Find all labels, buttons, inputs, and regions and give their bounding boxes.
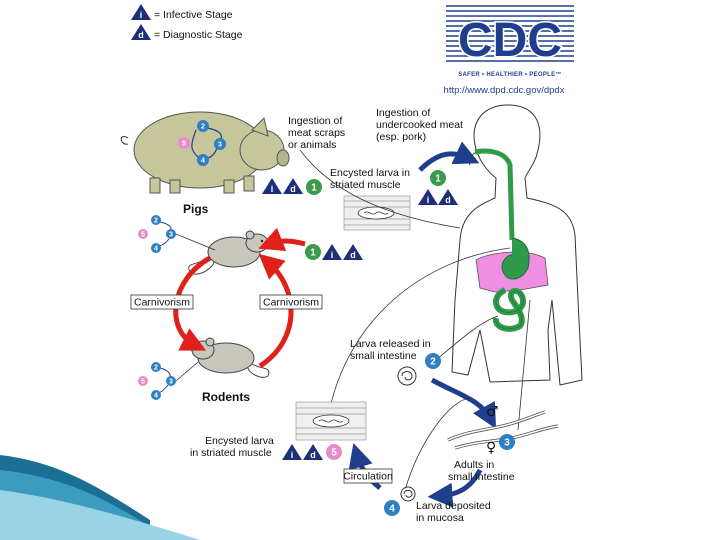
- svg-text:Carnivorism: Carnivorism: [263, 297, 319, 309]
- larva-deposited-label: Larva deposited in mucosa: [416, 500, 491, 524]
- svg-text:Ingestion of: Ingestion of: [376, 107, 430, 119]
- striated-muscle-top: [343, 195, 411, 231]
- ingestion-meat-label: Ingestion of undercooked meat (esp. pork…: [376, 107, 463, 143]
- svg-text:5: 5: [141, 379, 145, 386]
- legend: i = Infective Stage d = Diagnostic Stage: [131, 4, 243, 41]
- carnivorism-left-box: Carnivorism: [130, 294, 194, 310]
- svg-text:1: 1: [311, 183, 317, 194]
- adult-worms: ♂ ♀: [447, 404, 559, 456]
- svg-text:3: 3: [218, 142, 222, 149]
- svg-text:d: d: [138, 30, 144, 40]
- svg-text:i: i: [331, 250, 334, 260]
- svg-text:in mucosa: in mucosa: [416, 512, 464, 524]
- svg-text:4: 4: [154, 246, 158, 253]
- svg-text:d: d: [445, 195, 451, 205]
- cdc-logo-text: CDC: [458, 14, 562, 67]
- svg-text:or animals: or animals: [288, 139, 336, 151]
- svg-text:Larva deposited: Larva deposited: [416, 500, 491, 512]
- svg-text:2: 2: [154, 218, 158, 225]
- cdc-logo: CDC SAFER • HEALTHIER • PEOPLE™ http://w…: [444, 2, 574, 96]
- rodent-stage-markers: 1 i d: [305, 244, 363, 260]
- svg-text:d: d: [350, 250, 356, 260]
- circulation-box: Circulation: [343, 468, 393, 484]
- infective-stage-label: = Infective Stage: [154, 9, 233, 21]
- pigs-label: Pigs: [183, 202, 209, 216]
- diagnostic-stage-legend: d = Diagnostic Stage: [131, 24, 243, 41]
- svg-text:small intestine: small intestine: [448, 471, 515, 483]
- diagnostic-stage-label: = Diagnostic Stage: [154, 29, 243, 41]
- svg-text:undercooked meat: undercooked meat: [376, 119, 463, 131]
- svg-text:Adults in: Adults in: [454, 459, 494, 471]
- svg-text:d: d: [310, 450, 316, 460]
- cdc-tagline: SAFER • HEALTHIER • PEOPLE™: [458, 71, 562, 78]
- svg-text:Ingestion of: Ingestion of: [288, 115, 342, 127]
- rodent-bottom-internal-cycle: 2 3 4 5: [138, 361, 199, 400]
- digestive-tract: [474, 148, 549, 332]
- male-symbol: ♂: [486, 404, 499, 420]
- svg-text:3: 3: [169, 379, 173, 386]
- svg-text:d: d: [290, 184, 296, 194]
- female-symbol: ♀: [486, 440, 496, 456]
- svg-text:Encysted larva in: Encysted larva in: [330, 167, 410, 179]
- striated-muscle-bottom: [295, 401, 367, 441]
- svg-text:4: 4: [154, 393, 158, 400]
- svg-text:5: 5: [141, 232, 145, 239]
- svg-text:2: 2: [154, 365, 158, 372]
- svg-text:in striated muscle: in striated muscle: [190, 447, 272, 459]
- svg-text:i: i: [140, 10, 143, 20]
- svg-text:meat scraps: meat scraps: [288, 127, 345, 139]
- encysted-larva-top-marker: 1 i d: [418, 170, 458, 205]
- svg-text:4: 4: [201, 158, 205, 165]
- svg-text:1: 1: [310, 248, 316, 259]
- rodents-label: Rodents: [202, 390, 250, 404]
- svg-text:4: 4: [389, 504, 395, 515]
- svg-text:i: i: [271, 184, 274, 194]
- larva-deposited-marker: 4: [384, 486, 416, 516]
- slide-decoration: [0, 455, 200, 540]
- svg-text:5: 5: [182, 141, 186, 148]
- svg-text:i: i: [291, 450, 294, 460]
- svg-text:Circulation: Circulation: [343, 471, 393, 483]
- svg-text:Larva released in: Larva released in: [350, 338, 431, 350]
- carnivorism-right-box: Carnivorism: [259, 294, 323, 310]
- svg-text:i: i: [427, 195, 430, 205]
- svg-text:1: 1: [435, 174, 441, 185]
- svg-text:Encysted larva: Encysted larva: [205, 435, 274, 447]
- pig-internal-cycle: 2 3 4 5: [178, 120, 226, 166]
- ingestion-scraps-label: Ingestion of meat scraps or animals: [288, 115, 345, 151]
- larva-released-label: Larva released in small intestine: [350, 338, 431, 362]
- rodent-bottom-illustration: [191, 337, 270, 378]
- svg-text:3: 3: [504, 438, 510, 449]
- svg-text:3: 3: [169, 232, 173, 239]
- adults-label: Adults in small intestine: [448, 459, 515, 483]
- svg-text:5: 5: [331, 448, 337, 459]
- svg-text:2: 2: [430, 357, 436, 368]
- infective-stage-legend: i = Infective Stage: [131, 4, 233, 21]
- svg-text:(esp. pork): (esp. pork): [376, 131, 426, 143]
- svg-text:Carnivorism: Carnivorism: [134, 297, 190, 309]
- svg-text:2: 2: [201, 124, 205, 131]
- cdc-url: http://www.dpd.cdc.gov/dpdx: [444, 85, 565, 96]
- rodent-top-internal-cycle: 2 3 4 5: [138, 215, 216, 253]
- svg-text:striated muscle: striated muscle: [330, 179, 401, 191]
- encysted-larva-bottom-label: Encysted larva in striated muscle: [190, 435, 274, 459]
- encysted-larva-bottom-marker: i d 5: [282, 444, 342, 460]
- encysted-larva-top-label: Encysted larva in striated muscle: [330, 167, 410, 191]
- svg-text:small intestine: small intestine: [350, 350, 417, 362]
- larva-released-marker: 2: [397, 353, 441, 386]
- pig-stage-markers: i d 1: [262, 178, 322, 195]
- pig-illustration: [120, 111, 290, 194]
- adults-marker: 3: [499, 434, 515, 450]
- rodent-top-illustration: [188, 230, 269, 275]
- connector-lines: [299, 149, 531, 491]
